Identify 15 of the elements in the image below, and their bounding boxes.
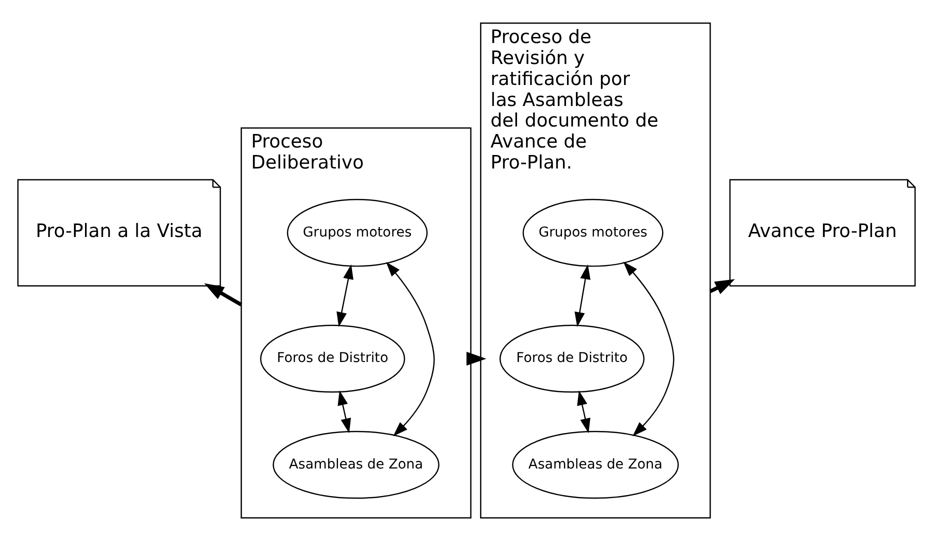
- arrow: [577, 390, 590, 434]
- arrow: [386, 262, 435, 436]
- arrow: [574, 264, 590, 327]
- arrow: [204, 283, 242, 306]
- node-ellipse: Foros de Distrito: [260, 324, 406, 393]
- node-ellipse: Foros de Distrito: [499, 324, 645, 393]
- node-ellipse: Asambleas de Zona: [272, 430, 440, 499]
- node-ellipse: Grupos motores: [522, 198, 664, 267]
- node-ellipse: Grupos motores: [286, 198, 428, 267]
- arrow: [338, 390, 351, 434]
- arrow: [709, 279, 735, 294]
- arrow: [466, 352, 486, 366]
- node-ellipse: Asambleas de Zona: [512, 430, 679, 499]
- arrow: [623, 262, 674, 436]
- arrow: [336, 264, 354, 327]
